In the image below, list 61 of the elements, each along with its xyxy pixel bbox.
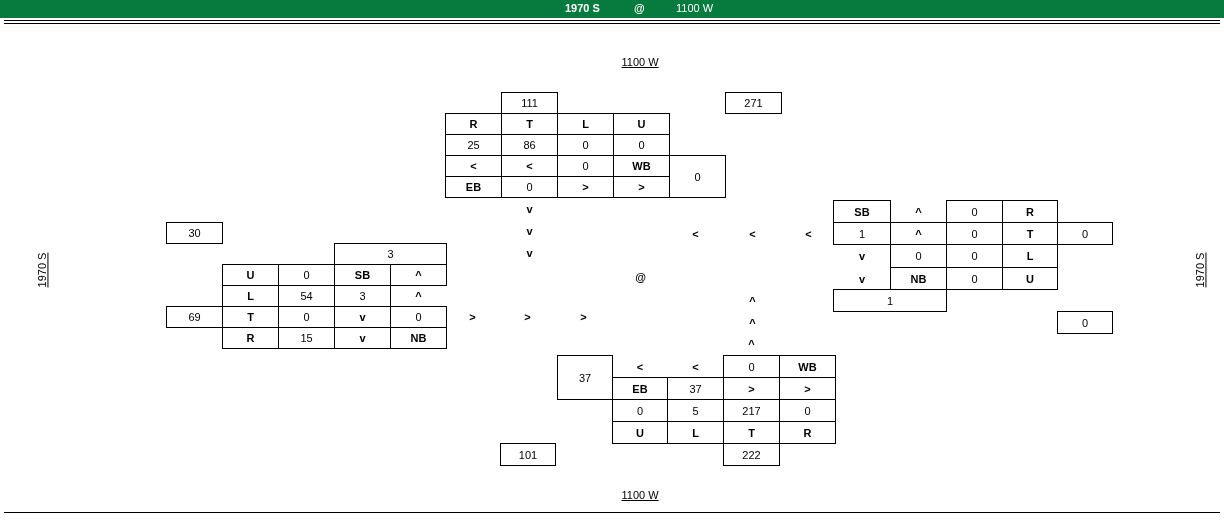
count-cell: 37: [557, 355, 613, 400]
street-name: 1970 S: [35, 252, 48, 288]
header-cell: R: [779, 421, 836, 444]
header-cell: R: [222, 327, 279, 349]
direction-marker: <: [691, 359, 700, 375]
direction-marker: <: [748, 226, 757, 242]
count-cell: 1: [833, 289, 947, 312]
arrow-cell: v: [334, 327, 391, 349]
direction-marker: v: [525, 201, 534, 217]
arrow-cell: ^: [390, 264, 447, 286]
header-cell: U: [612, 421, 668, 444]
count-cell: 0: [390, 306, 447, 328]
direction-marker: ^: [747, 336, 756, 352]
direction-marker: v: [857, 271, 867, 287]
header-cell: NB: [390, 327, 447, 349]
count-cell: 0: [946, 200, 1003, 223]
direction-marker: ^: [414, 289, 423, 304]
count-cell: 222: [723, 443, 780, 466]
count-cell: 271: [725, 92, 782, 114]
direction-marker: <: [525, 159, 534, 174]
direction-marker: v: [358, 310, 367, 325]
count-cell: 111: [501, 92, 558, 114]
count-cell: 0: [723, 355, 780, 378]
direction-marker: v: [857, 249, 867, 264]
direction-marker: v: [525, 245, 534, 261]
title-text: 1100 W: [676, 2, 714, 14]
arrow-cell: <: [445, 155, 502, 177]
direction-marker: >: [523, 310, 532, 325]
count-cell: 69: [166, 306, 223, 328]
count-cell: 1: [833, 222, 891, 245]
direction-marker: ^: [914, 204, 923, 220]
count-cell: 0: [501, 176, 558, 198]
count-cell: 3: [334, 285, 391, 307]
street-name: 1100 W: [621, 489, 659, 501]
direction-marker: ^: [748, 293, 757, 309]
direction-marker: <: [804, 226, 813, 242]
intersection-symbol: @: [634, 269, 647, 285]
direction-marker: v: [525, 223, 534, 239]
header-cell: SB: [833, 200, 891, 223]
count-cell: 0: [1057, 311, 1113, 334]
header-cell: EB: [445, 176, 502, 198]
header-cell: U: [613, 113, 670, 135]
count-cell: 30: [166, 222, 223, 244]
header-cell: U: [222, 264, 279, 286]
direction-marker: >: [579, 310, 588, 325]
header-cell: WB: [779, 355, 836, 378]
title-text: 1970 S: [565, 2, 600, 14]
count-cell: 0: [669, 155, 726, 198]
count-cell: 101: [500, 443, 556, 466]
direction-marker: <: [691, 226, 700, 242]
street-name: 1970 S: [1193, 252, 1206, 288]
direction-marker: ^: [748, 315, 757, 331]
header-cell: U: [1002, 267, 1058, 290]
count-cell: 3: [334, 243, 447, 265]
title-text: @: [634, 2, 645, 14]
street-name: 1100 W: [621, 56, 659, 68]
direction-marker: >: [468, 310, 477, 325]
header-cell: R: [1002, 200, 1058, 223]
direction-marker: <: [635, 359, 645, 375]
count-cell: 0: [1057, 222, 1113, 245]
header-cell: R: [445, 113, 502, 135]
